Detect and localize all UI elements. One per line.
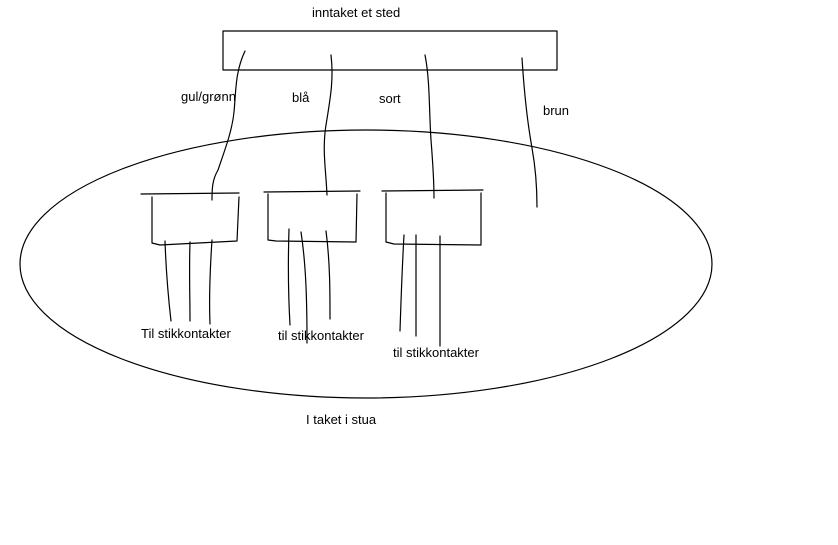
out-wire-left-1 bbox=[165, 241, 171, 321]
ceiling-ellipse bbox=[20, 130, 712, 398]
ceiling-caption: I taket i stua bbox=[306, 412, 377, 427]
wire-brown bbox=[522, 58, 537, 207]
wire-label-black: sort bbox=[379, 91, 401, 106]
wire-blue bbox=[324, 55, 332, 195]
wire-earth bbox=[212, 51, 245, 200]
intake-title: inntaket et sted bbox=[312, 5, 400, 20]
output-label-left: Til stikkontakter bbox=[141, 326, 231, 341]
junction-box-middle bbox=[264, 191, 360, 242]
wire-black bbox=[425, 55, 434, 198]
out-wire-right-1 bbox=[400, 235, 404, 331]
wire-label-blue: blå bbox=[292, 90, 310, 105]
wire-label-earth: gul/grønn bbox=[181, 89, 236, 104]
out-wire-left-3 bbox=[210, 240, 212, 324]
out-wire-middle-3 bbox=[326, 231, 330, 319]
junction-box-right bbox=[382, 190, 483, 245]
wire-label-brown: brun bbox=[543, 103, 569, 118]
output-label-right: til stikkontakter bbox=[393, 345, 480, 360]
out-wire-middle-1 bbox=[288, 229, 290, 325]
output-label-middle: til stikkontakter bbox=[278, 328, 365, 343]
out-wire-middle-2 bbox=[301, 232, 307, 343]
intake-box bbox=[223, 31, 557, 70]
junction-box-left bbox=[141, 193, 239, 245]
